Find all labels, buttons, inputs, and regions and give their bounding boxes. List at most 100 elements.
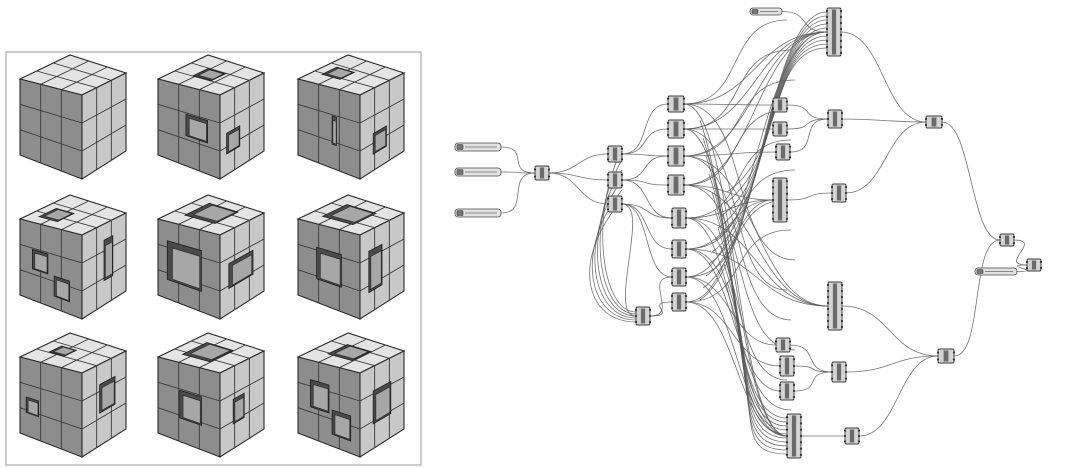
- output-port[interactable]: [845, 192, 847, 194]
- output-port[interactable]: [649, 321, 651, 323]
- output-port[interactable]: [840, 34, 842, 36]
- output-port[interactable]: [786, 180, 788, 182]
- output-port[interactable]: [683, 191, 685, 193]
- output-port[interactable]: [621, 198, 623, 200]
- input-port[interactable]: [667, 103, 669, 105]
- node-dispatch-3[interactable]: [667, 146, 685, 166]
- input-port[interactable]: [667, 128, 669, 130]
- output-port[interactable]: [683, 148, 685, 150]
- input-port[interactable]: [779, 396, 781, 398]
- input-port[interactable]: [607, 198, 609, 200]
- output-port[interactable]: [858, 440, 860, 442]
- input-port[interactable]: [844, 435, 846, 437]
- output-port[interactable]: [683, 155, 685, 157]
- output-port[interactable]: [683, 103, 685, 105]
- output-port[interactable]: [1040, 261, 1042, 263]
- output-port[interactable]: [841, 290, 843, 292]
- output-port[interactable]: [793, 372, 795, 374]
- output-port[interactable]: [800, 435, 802, 437]
- output-port[interactable]: [841, 124, 843, 126]
- output-port[interactable]: [683, 184, 685, 186]
- input-port[interactable]: [671, 248, 673, 250]
- input-port[interactable]: [925, 124, 927, 126]
- output-port[interactable]: [845, 198, 847, 200]
- node-output-2[interactable]: [937, 349, 955, 363]
- input-port[interactable]: [772, 124, 774, 126]
- input-port[interactable]: [937, 351, 939, 353]
- input-port[interactable]: [671, 282, 673, 284]
- input-port[interactable]: [1026, 267, 1028, 269]
- input-port[interactable]: [667, 155, 669, 157]
- input-port[interactable]: [827, 296, 829, 298]
- output-port[interactable]: [621, 179, 623, 181]
- node-list-a3[interactable]: [607, 196, 623, 212]
- input-port[interactable]: [635, 309, 637, 311]
- input-port[interactable]: [534, 168, 536, 170]
- input-port[interactable]: [775, 347, 777, 349]
- node-slider-4[interactable]: [750, 8, 782, 15]
- input-port[interactable]: [826, 34, 828, 36]
- output-port[interactable]: [683, 122, 685, 124]
- node-output-3b[interactable]: [1026, 259, 1042, 271]
- node-slider-2[interactable]: [455, 168, 501, 176]
- output-port[interactable]: [685, 254, 687, 256]
- input-port[interactable]: [534, 175, 536, 177]
- node-slider-1[interactable]: [455, 143, 501, 151]
- node-dispatch-2[interactable]: [667, 120, 685, 138]
- input-port[interactable]: [827, 290, 829, 292]
- output-port[interactable]: [621, 208, 623, 210]
- output-port[interactable]: [685, 276, 687, 278]
- output-port[interactable]: [800, 416, 802, 418]
- input-port[interactable]: [671, 301, 673, 303]
- input-port[interactable]: [779, 358, 781, 360]
- output-port[interactable]: [953, 351, 955, 353]
- output-port[interactable]: [621, 174, 623, 176]
- output-port[interactable]: [841, 314, 843, 316]
- input-port[interactable]: [925, 118, 927, 120]
- output-port[interactable]: [845, 371, 847, 373]
- node-join-5[interactable]: [831, 362, 847, 382]
- input-port[interactable]: [779, 390, 781, 392]
- output-port[interactable]: [649, 309, 651, 311]
- input-port[interactable]: [667, 184, 669, 186]
- input-port[interactable]: [827, 320, 829, 322]
- output-port[interactable]: [941, 118, 943, 120]
- input-port[interactable]: [786, 422, 788, 424]
- output-port[interactable]: [841, 302, 843, 304]
- output-port[interactable]: [800, 441, 802, 443]
- node-join-6[interactable]: [844, 428, 860, 444]
- output-port[interactable]: [841, 326, 843, 328]
- output-port[interactable]: [685, 224, 687, 226]
- input-port[interactable]: [772, 107, 774, 109]
- input-port[interactable]: [667, 122, 669, 124]
- input-port[interactable]: [667, 148, 669, 150]
- output-port[interactable]: [841, 308, 843, 310]
- output-port[interactable]: [840, 22, 842, 24]
- input-port[interactable]: [827, 124, 829, 126]
- output-port[interactable]: [786, 193, 788, 195]
- input-port[interactable]: [831, 198, 833, 200]
- node-dispatch-5[interactable]: [671, 208, 687, 228]
- output-port[interactable]: [685, 270, 687, 272]
- input-port[interactable]: [667, 177, 669, 179]
- output-port[interactable]: [685, 210, 687, 212]
- input-port[interactable]: [775, 151, 777, 153]
- output-port[interactable]: [685, 282, 687, 284]
- node-collect-4[interactable]: [786, 414, 802, 458]
- input-port[interactable]: [671, 242, 673, 244]
- input-port[interactable]: [786, 447, 788, 449]
- output-port[interactable]: [789, 347, 791, 349]
- slider-handle[interactable]: [457, 145, 463, 150]
- output-port[interactable]: [786, 211, 788, 213]
- node-dispatch-7[interactable]: [671, 268, 687, 286]
- node-collect-2[interactable]: [772, 178, 788, 222]
- output-port[interactable]: [858, 430, 860, 432]
- slider-handle[interactable]: [752, 10, 758, 14]
- input-port[interactable]: [772, 193, 774, 195]
- output-port[interactable]: [548, 175, 550, 177]
- input-port[interactable]: [607, 153, 609, 155]
- output-port[interactable]: [841, 284, 843, 286]
- node-output-1[interactable]: [925, 116, 943, 128]
- node-graph-canvas[interactable]: [455, 8, 1042, 458]
- input-port[interactable]: [826, 22, 828, 24]
